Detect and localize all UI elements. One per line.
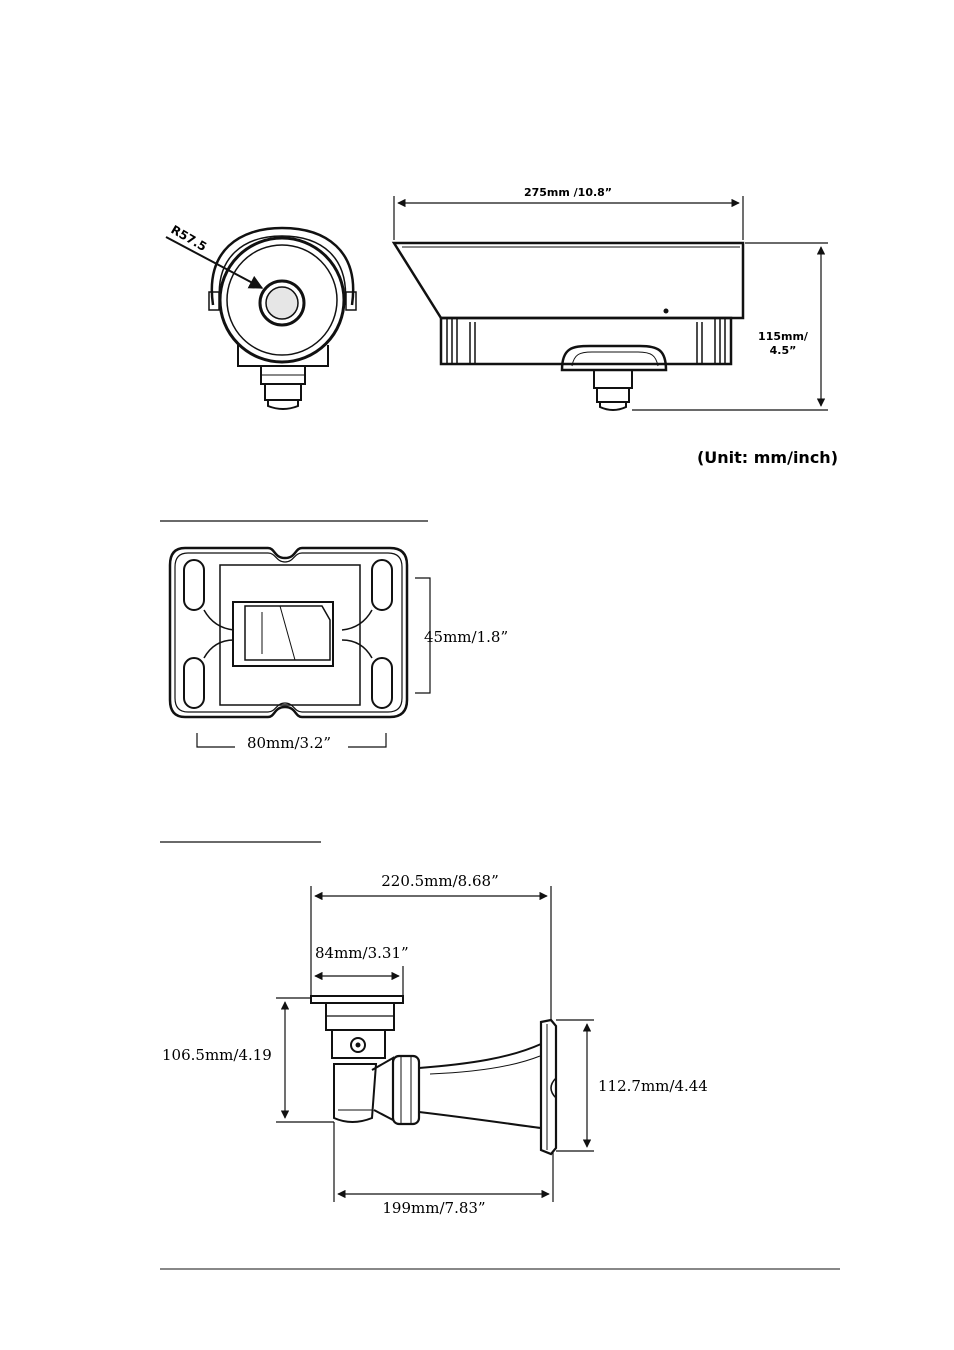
bracket-top-width-label: 84mm/3.31” (315, 944, 409, 962)
plate-width-label: 80mm/3.2” (247, 734, 331, 752)
bracket-bottom-length-label: 199mm/7.83” (382, 1199, 485, 1217)
unit-note: (Unit: mm/inch) (697, 448, 838, 467)
bracket-left-height-label: 106.5mm/4.19 (162, 1046, 272, 1064)
housing-front-view: R57.5 (165, 222, 357, 410)
housing-length-label: 275mm /10.8” (524, 186, 612, 199)
bracket-right-height-label: 112.7mm/4.44 (598, 1077, 708, 1095)
housing-height-label-1: 115mm/ (758, 330, 809, 343)
housing-side-view: 275mm /10.8” 115mm/ 4.5” (391, 186, 838, 467)
wall-bracket-view: 220.5mm/8.68” 84mm/3.31” 106. (162, 872, 708, 1217)
housing-height-label-2: 4.5” (770, 344, 797, 357)
mount-plate-view: 45mm/1.8” 80mm/3.2” (168, 546, 508, 752)
bracket-total-length-label: 220.5mm/8.68” (381, 872, 499, 890)
plate-height-label: 45mm/1.8” (424, 628, 508, 646)
